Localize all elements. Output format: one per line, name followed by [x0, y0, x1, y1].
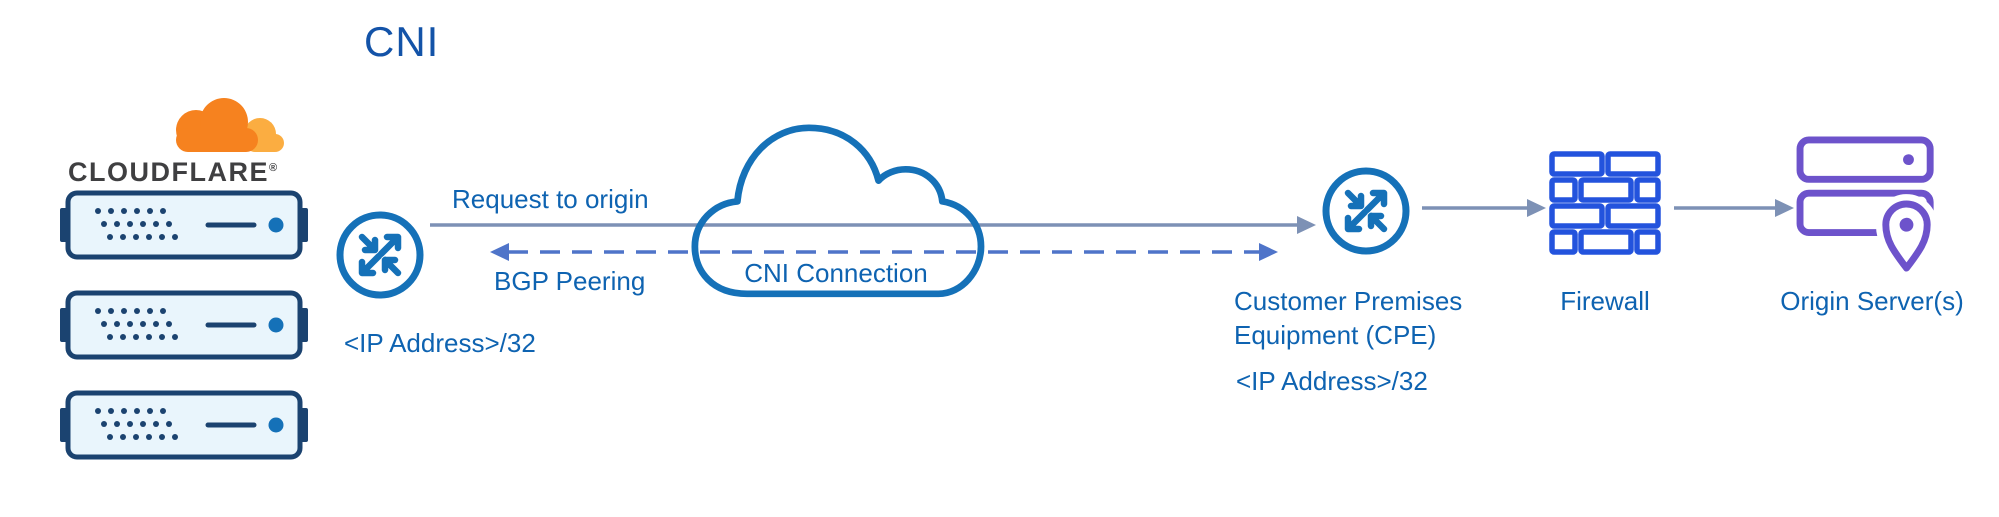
cpe-label-line2: Equipment (CPE) [1234, 320, 1437, 350]
edge-ip-label: <IP Address>/32 [344, 328, 536, 358]
cpe-ip-label: <IP Address>/32 [1236, 366, 1428, 396]
brand-text: CLOUDFLARE [68, 157, 269, 187]
cpe-label: Customer Premises Equipment (CPE) [1234, 284, 1462, 352]
firewall-to-origin-arrowhead-icon [1775, 199, 1794, 217]
firewall-label: Firewall [1560, 286, 1650, 316]
cloudflare-logo [176, 98, 284, 152]
edge-server-icon-3 [58, 390, 310, 460]
server-indicator-dot [1903, 154, 1914, 166]
edge-server-icon-1 [58, 190, 310, 260]
cpe-interconnect-router-icon [1318, 163, 1414, 259]
cloudflare-cloud-main-part [176, 98, 258, 152]
cloud-outline [691, 124, 985, 298]
edge-server-icon-2 [58, 290, 310, 360]
bgp-peering-label: BGP Peering [494, 266, 646, 296]
request-arrowhead-icon [1297, 216, 1316, 234]
firewall-bricks [1549, 151, 1661, 255]
cpe-to-firewall-arrowhead-icon [1527, 199, 1546, 217]
cni-connection-label: CNI Connection [744, 258, 928, 288]
bgp-arrowhead-left-icon [490, 243, 509, 261]
request-to-origin-label: Request to origin [452, 184, 649, 214]
bgp-arrowhead-right-icon [1259, 243, 1278, 261]
diagram-title: CNI [364, 18, 440, 65]
firewall-icon [1549, 151, 1661, 255]
registered-mark: ® [268, 162, 279, 174]
edge-interconnect-router-icon [332, 207, 428, 303]
origin-server-icon [1796, 136, 1938, 274]
cpe-label-line1: Customer Premises [1234, 286, 1463, 316]
origin-server-label: Origin Server(s) [1780, 286, 1964, 316]
location-pin-icon [1875, 194, 1938, 274]
cni-cloud-icon [691, 124, 985, 298]
cloudflare-wordmark: CLOUDFLARE® [68, 157, 279, 188]
